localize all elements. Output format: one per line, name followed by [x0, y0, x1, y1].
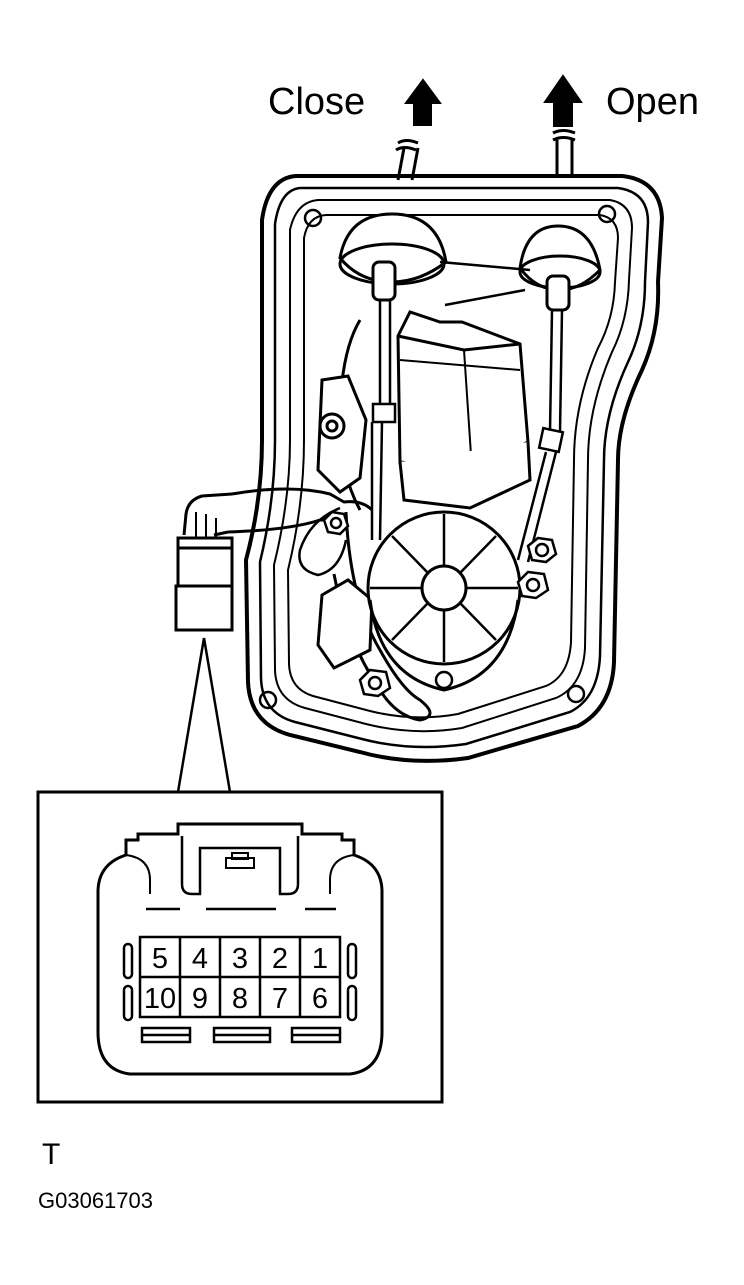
connector-face [96, 822, 384, 1076]
close-direction: Close [268, 78, 442, 126]
bolts [322, 510, 558, 698]
callout-leader [176, 637, 232, 793]
pin-labels-top: 5 4 3 2 1 [152, 943, 328, 975]
close-label: Close [268, 81, 365, 123]
figure-code: G03061703 [38, 1188, 153, 1213]
motor [338, 310, 532, 511]
pin-label: 4 [192, 943, 208, 975]
open-direction: Open [543, 74, 699, 127]
screw-icon [597, 204, 617, 224]
callout-box [36, 790, 444, 1104]
pulleys [338, 212, 602, 312]
pin-label: 1 [312, 943, 328, 975]
pin-label: 2 [272, 943, 288, 975]
pin-label: 10 [144, 983, 176, 1015]
open-arrow-icon [543, 74, 583, 127]
gear-drum [316, 510, 522, 692]
view-letter: T [42, 1138, 60, 1171]
corner-screws [258, 204, 617, 710]
close-arrow-icon [404, 78, 442, 126]
pin-labels-bottom: 10 9 8 7 6 [144, 983, 328, 1015]
pin-label: 7 [272, 983, 288, 1015]
pin-label: 8 [232, 983, 248, 1015]
screw-icon [258, 690, 278, 710]
screw-icon [303, 208, 323, 228]
pin-label: 3 [232, 943, 248, 975]
screw-icon [566, 684, 586, 704]
open-label: Open [606, 81, 699, 123]
pin-label: 6 [312, 983, 328, 1015]
harness-connector [174, 536, 234, 632]
connector-pinout: 5 4 3 2 1 10 9 8 7 6 [36, 790, 444, 1104]
pin-label: 5 [152, 943, 168, 975]
bracket [316, 374, 368, 494]
pin-label: 9 [192, 983, 208, 1015]
pin-grid [138, 935, 342, 1019]
cables [395, 129, 576, 181]
